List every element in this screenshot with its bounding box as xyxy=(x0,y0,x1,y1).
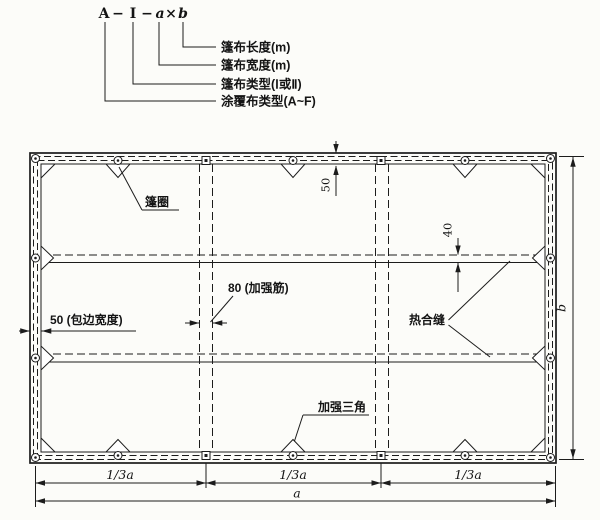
label-tarp-type: 篷布类型(Ⅰ或Ⅱ) xyxy=(221,77,302,92)
reinforcing-triangle xyxy=(104,163,132,179)
grommet-icon xyxy=(546,453,555,462)
dimension-overall-height-b: b xyxy=(554,156,584,460)
code-tarp-type: I xyxy=(130,6,137,22)
corner-triangle xyxy=(40,436,57,453)
grommet-label: 篷圈 xyxy=(145,194,169,209)
tarp-outer-edge xyxy=(29,152,557,464)
grommet-icon xyxy=(31,453,40,462)
label-fabric-type: 涂覆布类型(A~F) xyxy=(221,94,316,109)
grommet-icon xyxy=(113,156,123,165)
designation-code-block: A − I − a × b 篷布长度(m) 篷布宽度(m) 篷布类型(Ⅰ或Ⅱ) … xyxy=(98,6,316,109)
annotation-heat-seam: 热合缝 xyxy=(409,260,511,358)
third-dim-label-1: 1/3a xyxy=(106,467,134,482)
grommet-icon xyxy=(546,253,555,263)
reinforcing-triangle xyxy=(40,344,55,372)
tarp-plan-view xyxy=(29,152,557,464)
dimension-seam-40: 40 xyxy=(441,223,461,292)
seam-width-dim-value: 40 xyxy=(441,223,455,238)
reinforcing-triangle xyxy=(451,438,479,453)
label-tarp-width: 篷布宽度(m) xyxy=(221,58,290,73)
reinforcing-triangle xyxy=(40,244,55,272)
grommet-icon xyxy=(288,451,298,460)
grommet-icon xyxy=(460,156,470,165)
grommet-square-icon xyxy=(201,451,211,460)
grommet-icon xyxy=(460,451,470,460)
annotation-grommet: 篷圈 xyxy=(118,166,179,211)
reinforcing-triangle xyxy=(531,244,546,272)
top-hem-dim-value: 50 xyxy=(319,178,333,193)
corner-triangle xyxy=(529,436,546,453)
reinforce-triangle-label: 加强三角 xyxy=(317,399,366,414)
hem-inner-edge xyxy=(40,163,546,453)
code-width-var: a xyxy=(155,6,164,22)
dimension-bottom-thirds: 1/3a 1/3a 1/3a xyxy=(35,463,556,507)
grommet-icon xyxy=(31,154,40,163)
grommet-square-icon xyxy=(376,451,386,460)
third-dim-label-3: 1/3a xyxy=(454,467,482,482)
hem-stitch-line-outer xyxy=(33,156,553,460)
third-dim-label-2: 1/3a xyxy=(279,467,307,482)
grommet-icon xyxy=(288,156,298,165)
reinforcing-triangle xyxy=(279,163,307,179)
reinforcing-triangle xyxy=(451,163,479,179)
reinforcing-triangle xyxy=(531,344,546,372)
reinforcing-triangle xyxy=(279,438,307,453)
edge-hem-label: 50 (包边宽度) xyxy=(50,312,123,327)
grommet-square-icon xyxy=(201,156,211,165)
annotation-rib-80: 80 (加强筋) xyxy=(185,280,289,326)
grommets xyxy=(31,154,555,462)
corner-triangle xyxy=(40,163,57,180)
rib-label: 80 (加强筋) xyxy=(228,280,289,295)
code-fabric-type: A xyxy=(98,6,111,22)
grommet-icon xyxy=(113,451,123,460)
code-dash-2: − xyxy=(141,6,153,22)
grommet-icon xyxy=(546,154,555,163)
code-times-sign: × xyxy=(165,6,177,22)
dimension-overall-width-a: a xyxy=(35,486,556,504)
height-dim-label: b xyxy=(554,304,569,312)
reinforcing-rib-lines xyxy=(199,164,389,452)
heat-seam-label: 热合缝 xyxy=(409,312,445,327)
grommet-square-icon xyxy=(376,156,386,165)
grommet-icon xyxy=(31,353,40,363)
corner-triangle xyxy=(529,163,546,180)
heat-seal-seam-lines xyxy=(41,254,545,363)
dimension-top-hem-50: 50 xyxy=(319,141,339,196)
grommet-icon xyxy=(546,353,555,363)
code-dash-1: − xyxy=(112,6,124,22)
code-length-var: b xyxy=(178,6,188,22)
hem-stitch-line-inner xyxy=(37,160,549,456)
designation-leader-lines xyxy=(104,22,216,102)
label-tarp-length: 篷布长度(m) xyxy=(221,40,290,55)
annotation-reinforce-triangle: 加强三角 xyxy=(294,399,369,442)
grommet-icon xyxy=(31,253,40,263)
reinforcing-triangle xyxy=(104,438,132,453)
width-dim-label: a xyxy=(293,486,300,501)
annotation-edge-hem-50: 50 (包边宽度) xyxy=(19,312,136,334)
reinforcing-triangles xyxy=(40,163,546,453)
